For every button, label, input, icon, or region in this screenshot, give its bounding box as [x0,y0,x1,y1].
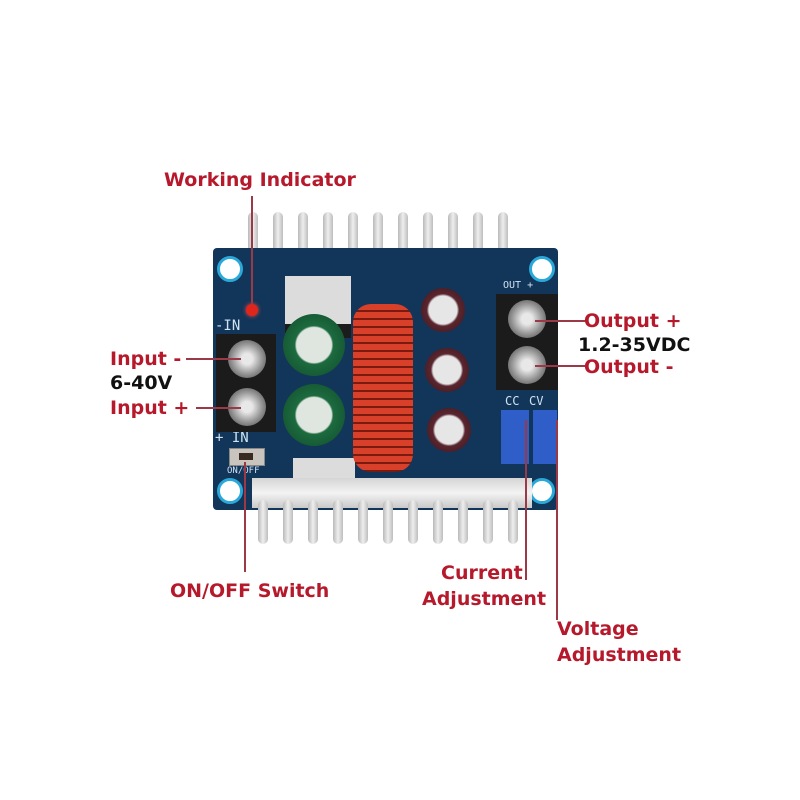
current-adjust-label-line1: Current [441,562,523,584]
heatsink-fin [373,212,383,272]
heatsink-fin [348,212,358,272]
input-capacitor [283,384,345,446]
working-indicator-label: Working Indicator [164,169,356,191]
current-adjust-leader [525,420,527,580]
mounting-hole [529,256,555,282]
heatsink-fin [433,500,443,544]
mounting-hole [217,256,243,282]
heatsink-fin [458,500,468,544]
mounting-hole [217,478,243,504]
heatsink-fin [273,212,283,272]
heatsink-fin [408,500,418,544]
input-terminal-block [216,334,276,432]
heatsink-fin [258,500,268,544]
heatsink-fin [473,212,483,272]
output-plus-label: Output + [584,310,682,332]
silk-cv: CV [529,394,544,408]
output-plus-leader [535,320,585,322]
heatsink-fin [358,500,368,544]
mounting-hole [529,478,555,504]
heatsink-fin [298,212,308,272]
heatsink-fin [448,212,458,272]
heatsink-fin [333,500,343,544]
output-minus-leader [535,365,585,367]
current-adjust-label-line2: Adjustment [422,588,547,610]
output-terminal-block [496,294,558,390]
heatsink-fin [508,500,518,544]
output-range-label: 1.2-35VDC [578,334,691,356]
voltage-adjust-leader [556,420,558,620]
input-minus-leader [186,358,241,360]
silk-in-minus: -IN [215,318,241,334]
working-indicator-leader [251,196,253,304]
input-range-label: 6-40V [110,372,173,394]
heatsink-fin [323,212,333,272]
heatsink-fin [283,500,293,544]
heatsink-fin [248,212,258,272]
heatsink-fin [383,500,393,544]
heatsink-fin [498,212,508,272]
output-minus-label: Output - [584,356,674,378]
on-off-switch[interactable] [229,448,265,466]
voltage-adjust-potentiometer[interactable] [533,410,557,464]
heatsink-fin [483,500,493,544]
voltage-adjust-label-line2: Adjustment [557,644,682,666]
silk-cc: CC [505,394,520,408]
heatsink-fin [398,212,408,272]
working-indicator-led [246,304,258,316]
output-plus-screw[interactable] [508,300,546,338]
input-plus-label: Input + [110,397,190,419]
pcb-board: -IN + IN OUT + CC CV ON/OFF [213,248,558,510]
on-off-switch-label: ON/OFF Switch [170,580,330,602]
inductor-coil [353,304,413,472]
voltage-adjust-label-line1: Voltage [557,618,639,640]
input-plus-leader [196,407,241,409]
silk-in-plus: + IN [215,430,249,446]
silk-out-plus: OUT + [503,280,534,291]
on-off-switch-leader [244,462,246,572]
input-minus-label: Input - [110,348,182,370]
current-adjust-potentiometer[interactable] [501,410,529,464]
output-capacitor [421,288,465,332]
output-capacitor [427,408,471,452]
heatsink-fin [308,500,318,544]
input-capacitor [283,314,345,376]
output-capacitor [425,348,469,392]
silk-on-off: ON/OFF [227,466,260,476]
heatsink-fin [423,212,433,272]
